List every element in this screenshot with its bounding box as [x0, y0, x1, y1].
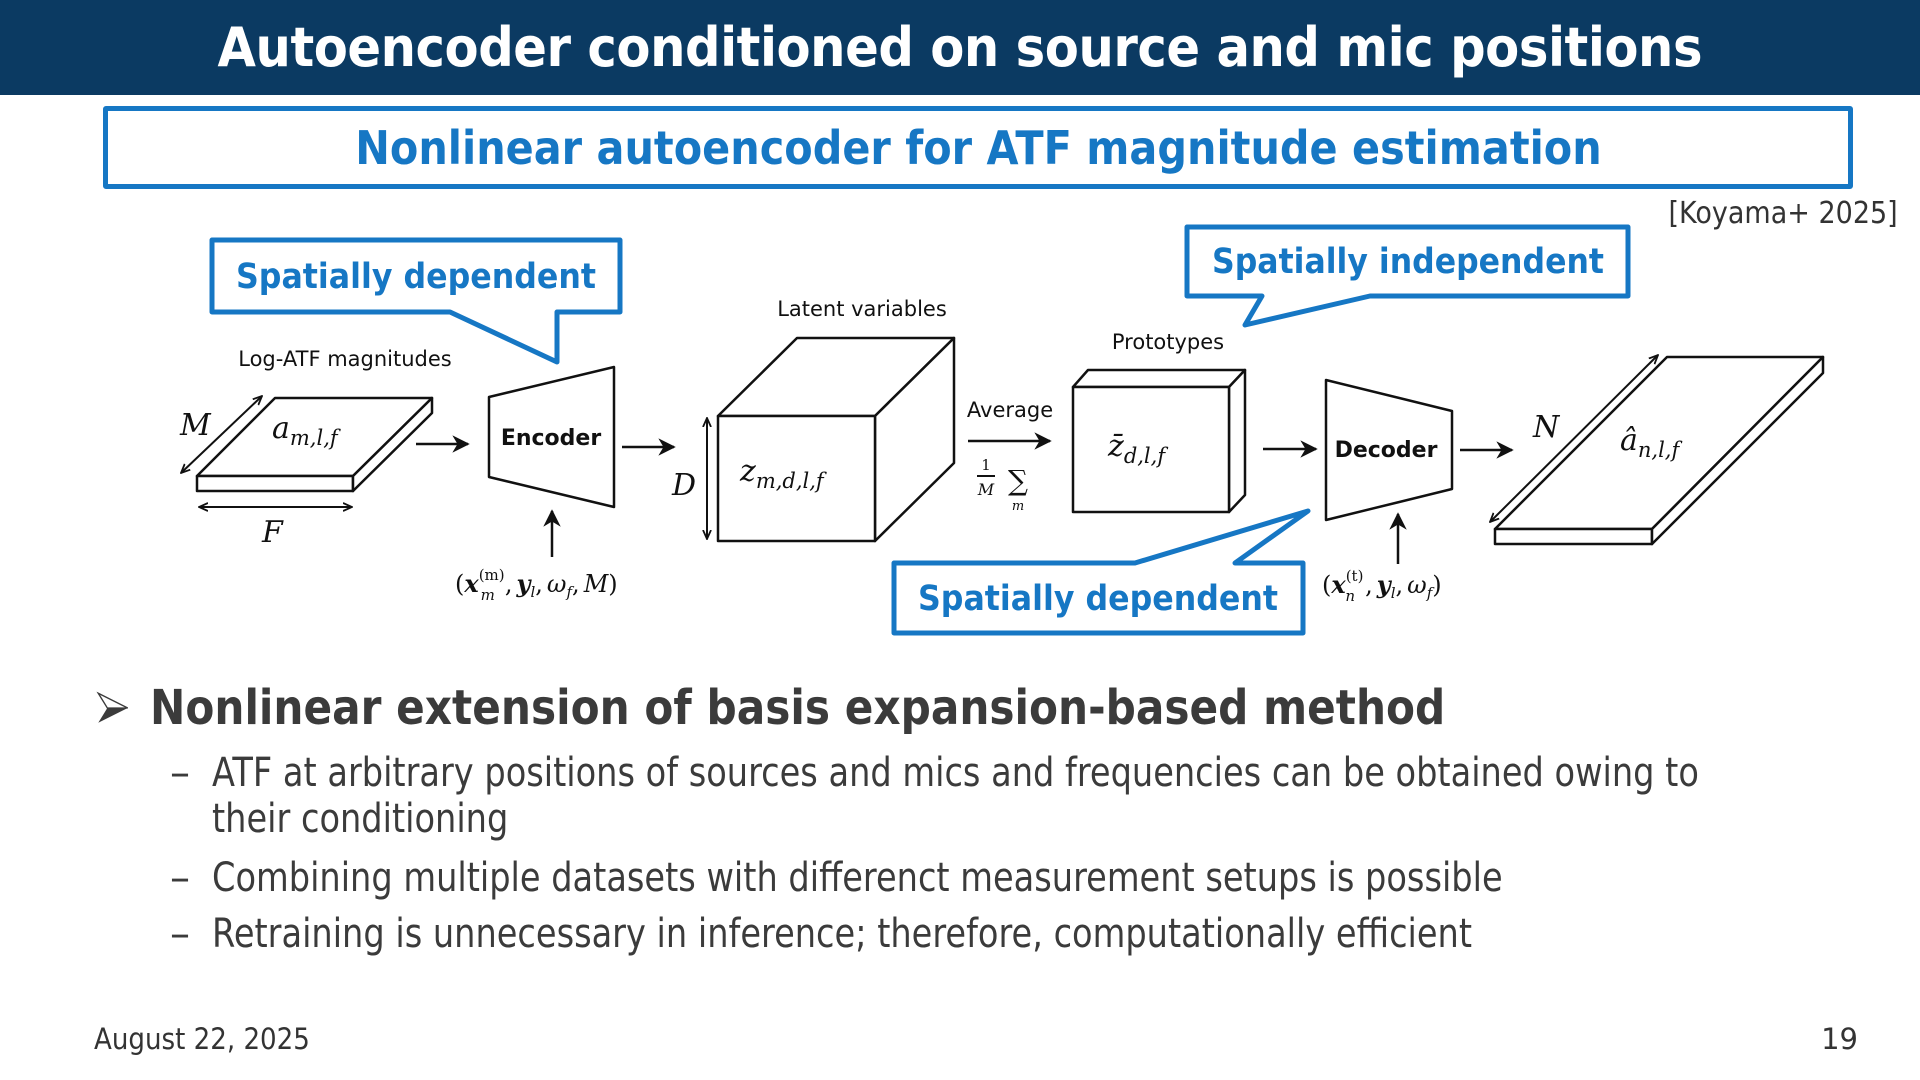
input-slab-side: [351, 396, 434, 493]
encoder-condition: (x(m)m,yl,ωf,M): [455, 566, 618, 604]
cond-x: x: [1330, 570, 1346, 599]
cond-x-sup: (m): [479, 566, 505, 584]
callout-decoder-bubble: [891, 508, 1311, 636]
cond-paren: (: [455, 570, 464, 598]
latent-cube: [716, 336, 956, 543]
average-label: Average: [967, 398, 1053, 422]
average-frac-num: 1: [981, 456, 991, 474]
cond-paren: (: [1322, 571, 1331, 599]
cond-x-sup: (t): [1346, 567, 1364, 585]
cond-x-sub: n: [1345, 587, 1355, 605]
cond-sep: ,: [535, 570, 543, 598]
average-sum: ∑: [1008, 464, 1028, 497]
input-symbol-base: a: [272, 411, 290, 446]
dim-label-m: M: [179, 408, 212, 443]
latent-symbol: zm,d,l,f: [739, 454, 827, 493]
slide-title: Autoencoder conditioned on source and mi…: [217, 16, 1703, 79]
dash-bullet: –: [170, 911, 190, 957]
cond-sep: ,: [505, 570, 513, 598]
prototypes-caption: Prototypes: [1112, 330, 1224, 354]
dim-arrow-m: [181, 396, 262, 473]
autoencoder-diagram: Spatially dependent Spatially independen…: [179, 224, 1825, 636]
callout-encoder: Spatially dependent: [209, 237, 623, 365]
encoder-label: Encoder: [501, 426, 602, 451]
output-slab-side: [1650, 355, 1825, 546]
output-slab-front: [1493, 527, 1654, 546]
callout-encoder-text: Spatially dependent: [236, 257, 596, 297]
sub-bullet-1-line-1: ATF at arbitrary positions of sources an…: [212, 750, 1699, 796]
decoder-label: Decoder: [1335, 438, 1438, 463]
prototypes-box-front: [1071, 385, 1231, 514]
prototypes-box-side: [1227, 368, 1247, 514]
dim-label-f: F: [261, 515, 284, 550]
dash-bullet: –: [170, 855, 190, 901]
cond-paren: ): [608, 570, 617, 598]
input-symbol-sub: m,l,f: [290, 426, 341, 450]
dim-label-n: N: [1532, 410, 1561, 445]
cond-y-sub: l: [530, 583, 535, 601]
prototypes-symbol: z̄d,l,f: [1107, 429, 1168, 468]
output-symbol-sub: n,l,f: [1638, 438, 1683, 462]
sub-bullet-1-line-2: their conditioning: [212, 796, 509, 842]
prototypes-box: [1071, 368, 1247, 514]
dim-label-d: D: [671, 468, 696, 503]
cond-omega: ω: [1407, 571, 1427, 599]
subtitle-box: Nonlinear autoencoder for ATF magnitude …: [103, 106, 1853, 189]
output-symbol-base: â: [1620, 423, 1638, 458]
decoder-block: [1324, 378, 1454, 522]
cond-y: y: [516, 569, 533, 598]
cond-omega-sub: f: [1426, 584, 1435, 602]
bullet-heading-text: Nonlinear extension of basis expansion-b…: [150, 680, 1446, 736]
cond-sep: ,: [1365, 571, 1373, 599]
input-symbol: am,l,f: [272, 411, 341, 450]
cond-omega: ω: [547, 570, 567, 598]
latent-caption: Latent variables: [777, 297, 947, 321]
cond-y-sub: l: [1391, 584, 1396, 602]
cond-paren: ): [1432, 571, 1441, 599]
input-slab-front: [195, 474, 355, 493]
page-number: 19: [1821, 1022, 1858, 1056]
callout-prototypes-text: Spatially independent: [1212, 242, 1604, 282]
citation: [Koyama+ 2025]: [1668, 196, 1898, 231]
cond-y: y: [1376, 570, 1393, 599]
dim-arrow-n: [1490, 355, 1658, 522]
encoder-block: [487, 365, 616, 509]
bullet-heading: Nonlinear extension of basis expansion-b…: [96, 680, 1622, 736]
dash-bullet: –: [170, 750, 190, 796]
cond-omega-sub: f: [565, 583, 574, 601]
callout-prototypes: Spatially independent: [1184, 224, 1631, 328]
sub-bullet-2-line-1: Combining multiple datasets with differe…: [212, 855, 1503, 901]
callout-encoder-bubble: [209, 237, 623, 365]
cond-m: M: [583, 570, 610, 598]
callout-decoder: Spatially dependent: [891, 508, 1311, 636]
sub-bullet-3-line-1: Retraining is unnecessary in inference; …: [212, 911, 1473, 957]
cond-x-sub: m: [481, 586, 495, 604]
latent-cube-front: [716, 414, 877, 543]
average-frac-den: M: [977, 480, 995, 499]
cond-sep: ,: [572, 570, 580, 598]
latent-symbol-sub: m,d,l,f: [756, 469, 827, 493]
callout-prototypes-bubble: [1184, 224, 1631, 328]
title-bar: Autoencoder conditioned on source and mi…: [0, 0, 1920, 95]
output-symbol: ân,l,f: [1620, 423, 1682, 462]
slide-subtitle: Nonlinear autoencoder for ATF magnitude …: [354, 120, 1602, 175]
decoder-condition: (x(t)n,yl,ωf): [1322, 567, 1442, 605]
footer-date: August 22, 2025: [94, 1022, 310, 1056]
input-caption: Log-ATF magnitudes: [238, 347, 451, 371]
prototypes-symbol-base: z̄: [1107, 429, 1124, 464]
prototypes-symbol-sub: d,l,f: [1124, 444, 1169, 468]
latent-symbol-base: z: [739, 454, 756, 489]
average-sum-index: m: [1012, 499, 1024, 514]
callout-decoder-text: Spatially dependent: [918, 579, 1278, 619]
arrowhead-bullet-icon: [96, 691, 129, 723]
prototypes-box-top: [1071, 368, 1247, 389]
cond-x: x: [463, 569, 479, 598]
cond-sep: ,: [1396, 571, 1404, 599]
